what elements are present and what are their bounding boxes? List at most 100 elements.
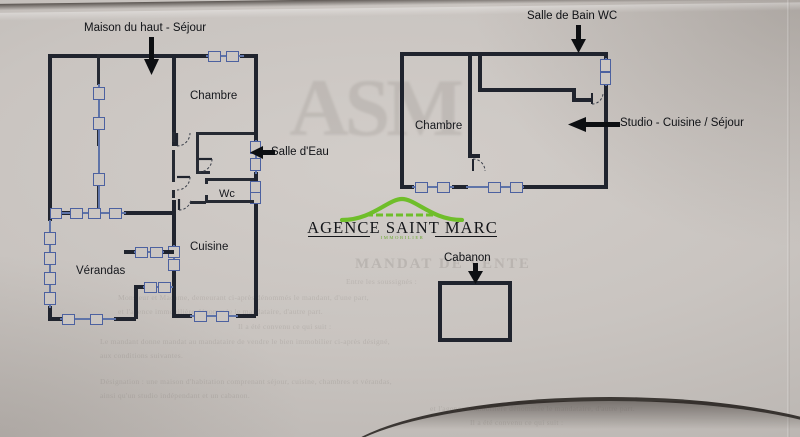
wall-cuisine-west-lower: [172, 270, 176, 316]
window-veranda-corner: [50, 208, 62, 219]
room-label-cuisine: Cuisine: [190, 241, 229, 253]
window-veranda-step-2: [150, 247, 163, 258]
window-veranda-west-2: [44, 252, 56, 265]
logo-subtitle: IMMOBILIER: [380, 235, 425, 240]
backprint-line: ainsi qu'un studio indépendant et un cab…: [100, 391, 251, 400]
wall-veranda-step-east: [134, 285, 138, 319]
window-right-east-1: [600, 59, 611, 72]
door-salle-de-bain: [590, 92, 610, 112]
annotation-arrow-maison-haut-sejour: [143, 37, 161, 77]
wall-wc-south: [206, 200, 254, 203]
wall-right-plan-top: [400, 52, 608, 56]
glazing-right-south-a: [412, 186, 454, 188]
wall-right-plan-east: [604, 52, 608, 60]
window-gallery-2: [93, 117, 105, 130]
logo-title: AGENCE SAINT MARC: [307, 218, 498, 237]
wall-corridor-east: [172, 150, 175, 182]
window-veranda-west-4: [44, 292, 56, 305]
window-gallery-1: [93, 87, 105, 100]
wall-cabanon-left: [438, 281, 442, 342]
wall-veranda-south: [48, 317, 62, 321]
wall-chambre-door-jamb: [172, 132, 175, 142]
wall-cabanon-right: [508, 281, 512, 342]
wall-wc-west: [205, 178, 208, 184]
wall-right-plan-east-2: [604, 84, 608, 188]
window-cuisine-south-2: [216, 311, 229, 322]
wall-sdb-jog: [572, 88, 576, 100]
wall-wc-north: [206, 178, 254, 181]
window-veranda-west-3: [44, 272, 56, 285]
wall-cuisine-south-2: [236, 314, 256, 318]
annotation-arrow-studio-cuisine-sejour: [568, 116, 620, 134]
window-east-2: [250, 158, 261, 171]
annotation-label-cabanon: Cabanon: [444, 252, 491, 264]
paper-shadow-top-right: [470, 0, 800, 250]
wall-right-plan-south-2: [452, 185, 468, 189]
window-veranda-north-2: [88, 208, 101, 219]
wall-right-partition: [468, 52, 472, 156]
wall-cabanon-bottom: [438, 338, 512, 342]
wall-interior-gallery: [97, 54, 100, 85]
annotation-label-studio-cuisine-sejour: Studio - Cuisine / Séjour: [620, 117, 745, 129]
room-label-chambre-studio: Chambre: [415, 120, 463, 132]
window-veranda-jog-2: [158, 282, 171, 293]
door-chambre: [175, 132, 202, 154]
window-cuisine-west-2: [168, 259, 180, 271]
window-veranda-south-1: [62, 314, 75, 325]
wall-salledeau-south: [196, 171, 210, 174]
wall-chambre-west: [172, 54, 176, 146]
backprint-line: Monsieur et Madame, demeurant ci-après d…: [118, 293, 369, 302]
window-cuisine-south-1: [194, 311, 207, 322]
window-veranda-jog-1: [144, 282, 157, 293]
window-right-south-2: [437, 182, 450, 193]
annotation-arrow-salle-d-eau: [250, 145, 276, 161]
wall-left-plan-east-lower: [254, 202, 258, 316]
annotation-arrow-salle-de-bain-wc: [570, 25, 588, 55]
glazing-veranda-step: [134, 251, 164, 253]
wall-right-partition-stub: [468, 154, 480, 158]
wall-left-plan-east-mid: [254, 172, 258, 182]
wall-left-plan-east: [254, 54, 258, 141]
door-wc: [176, 175, 202, 196]
backprint-line: et l'agence immobilière dénommée le mand…: [430, 404, 635, 413]
wall-wc-west-2: [205, 195, 208, 202]
glazing-gallery: [98, 84, 100, 212]
window-east-wc-2: [250, 192, 261, 204]
door-chambre-studio: [472, 157, 494, 181]
wall-cuisine-west: [172, 200, 176, 246]
wall-cuisine-north: [190, 201, 206, 204]
wall-sdb-south-2: [572, 98, 592, 102]
annotation-arrow-cabanon: [467, 263, 485, 285]
backprint-line: aux conditions suivantes.: [100, 351, 184, 360]
wall-sdb-west: [478, 52, 482, 90]
wall-veranda-jog: [134, 285, 144, 289]
wall-veranda-step-north: [124, 250, 136, 254]
window-top-1: [208, 51, 221, 62]
backprint-heading: MANDAT DE VENTE: [355, 256, 531, 272]
backprint-line: Il a été convenu ce qui suit :: [470, 418, 564, 427]
wall-left-plan-west-upper: [48, 54, 52, 214]
glazing-top: [206, 55, 244, 57]
window-right-south-3: [488, 182, 501, 193]
window-right-south-1: [415, 182, 428, 193]
window-right-east-2: [600, 72, 611, 85]
glazing-east: [255, 140, 257, 174]
logo-rule-left: [308, 236, 370, 237]
window-gallery-3: [93, 173, 105, 186]
wall-sdb-south: [478, 88, 574, 92]
door-cuisine: [177, 198, 206, 220]
watermark-logo: ASM: [289, 62, 463, 153]
window-veranda-step-1: [135, 247, 148, 258]
backprint-line: Désignation : une maison d'habitation co…: [100, 377, 392, 386]
wall-veranda-west-2: [48, 306, 52, 318]
wall-veranda-step-north-2: [162, 250, 174, 254]
window-veranda-west-1: [44, 232, 56, 245]
backprint-line: Entre les soussignés :: [346, 277, 417, 286]
wall-right-plan-south-3: [522, 185, 608, 189]
window-top-2: [226, 51, 239, 62]
wall-corridor-east-2: [172, 190, 175, 198]
paper-edge-right: [787, 0, 790, 437]
glazing-veranda-south: [60, 318, 116, 320]
window-veranda-north-1: [70, 208, 83, 219]
backprint-line: Il a été convenu ce qui suit :: [238, 322, 332, 331]
